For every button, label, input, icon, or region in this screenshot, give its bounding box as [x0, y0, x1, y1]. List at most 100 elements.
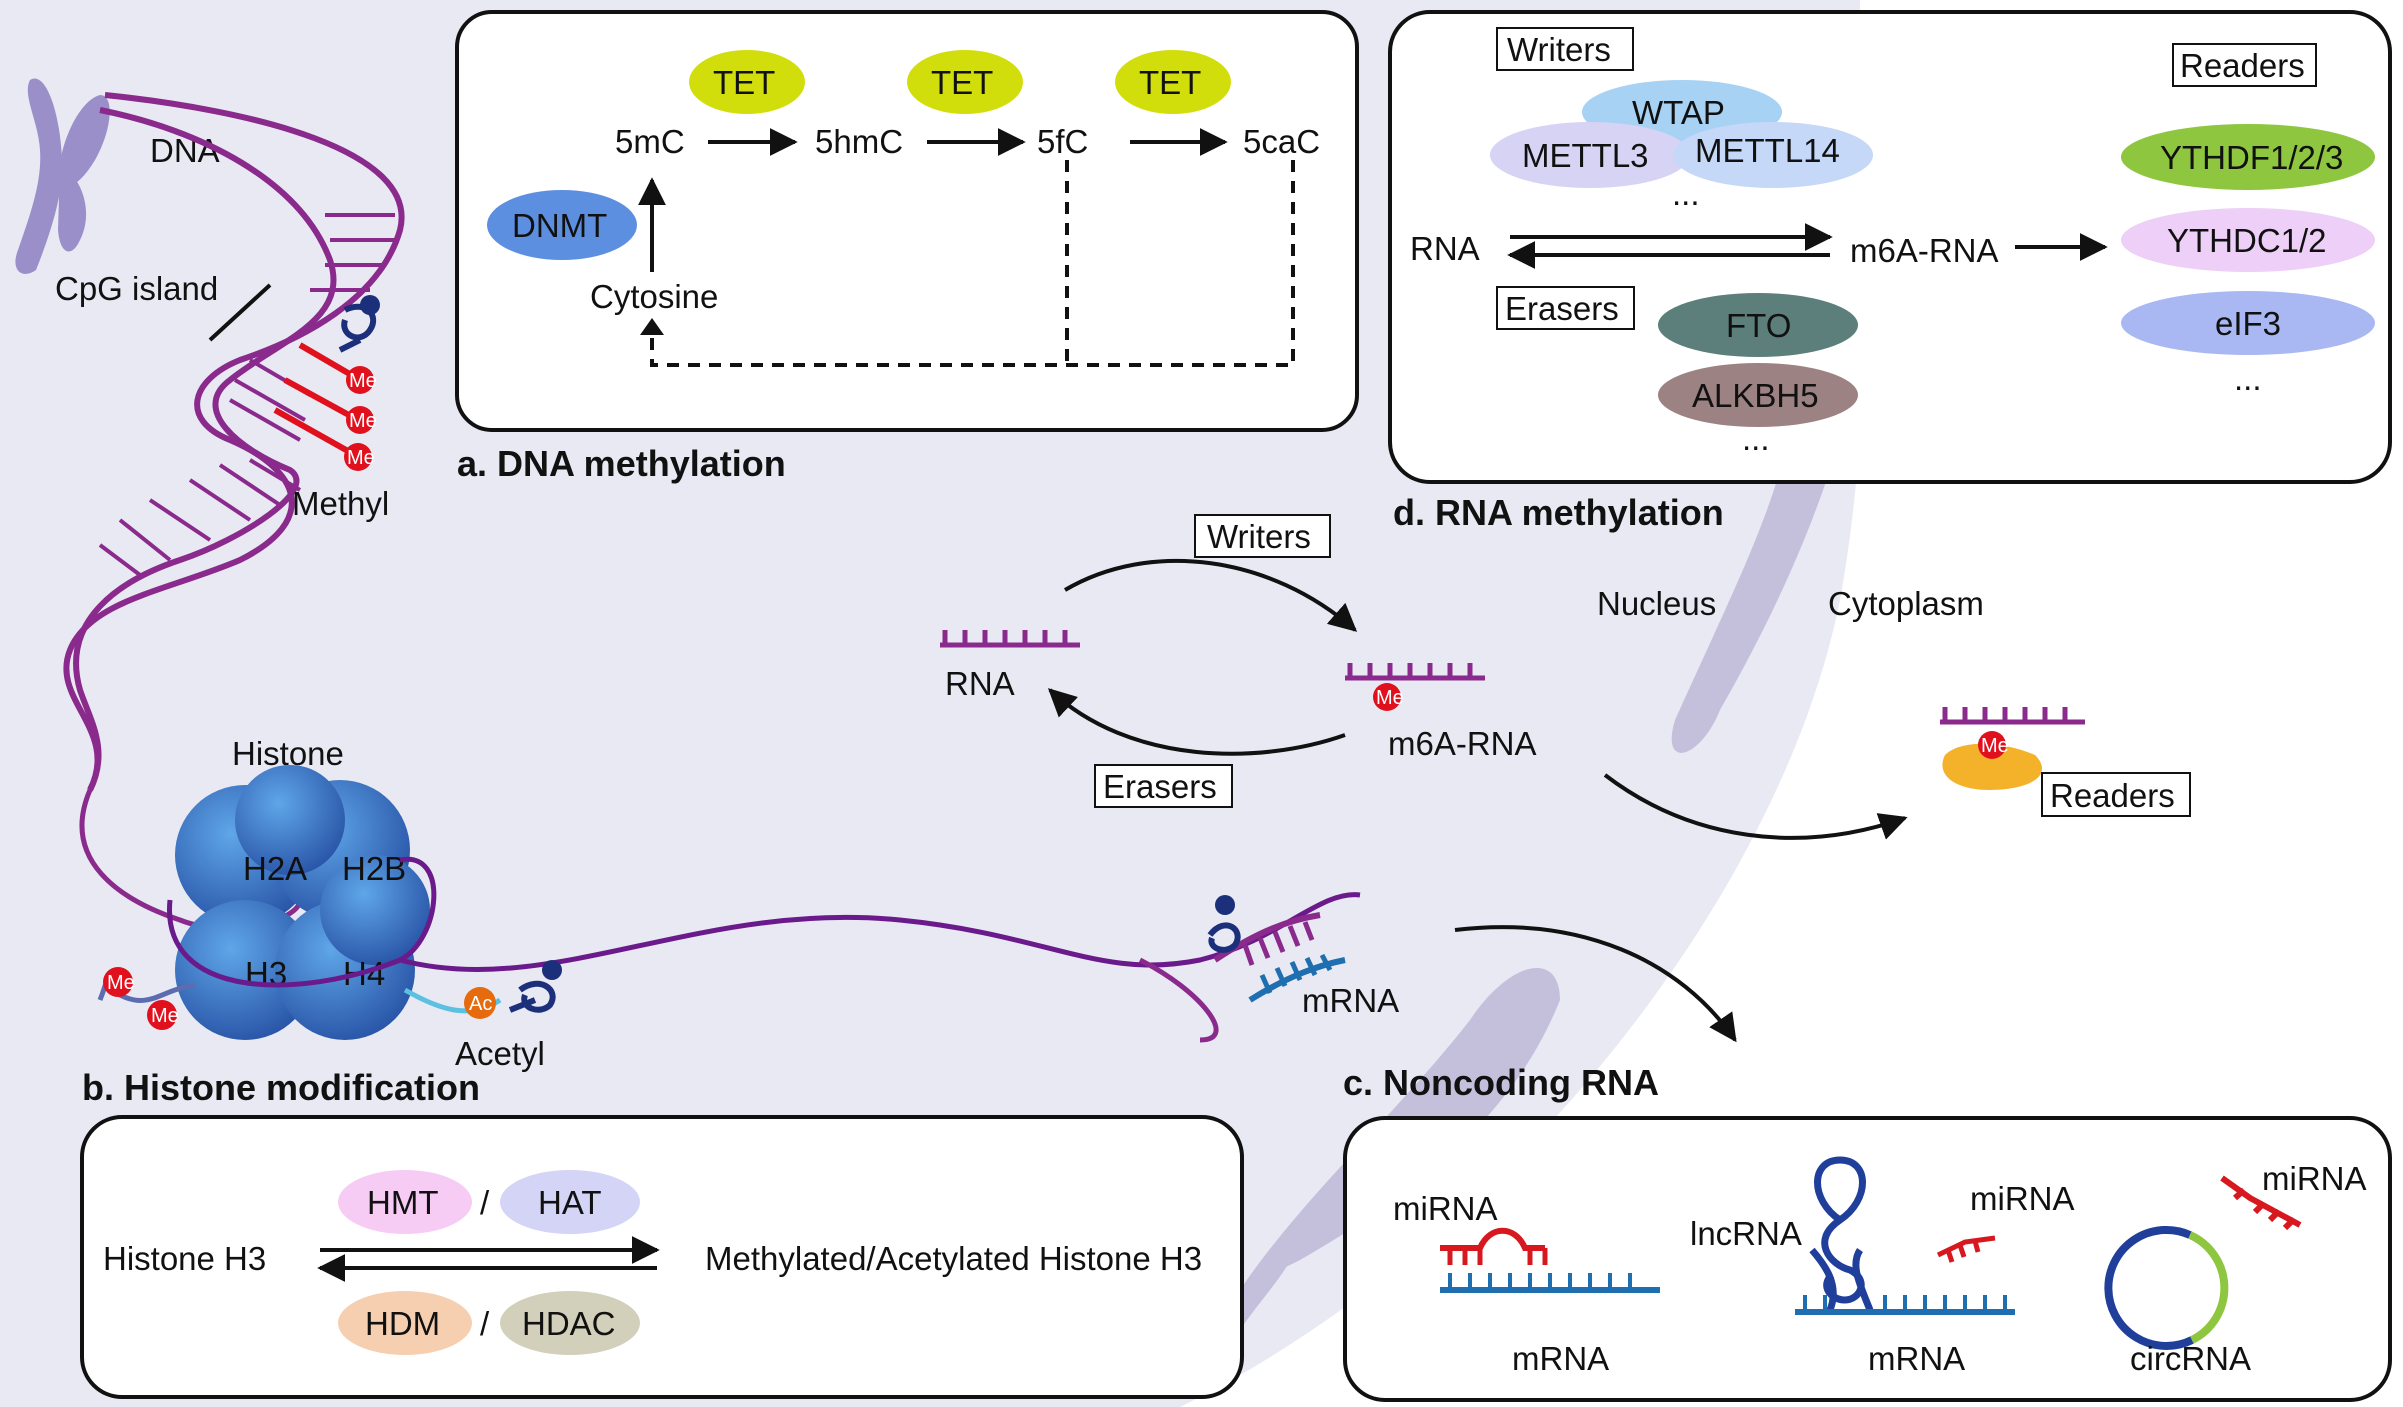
- panel-a-title: a. DNA methylation: [457, 443, 786, 484]
- mirna-circ-icon: [2220, 1175, 2302, 1231]
- cyto-rna-strand-icon: [1940, 707, 2085, 725]
- mirna1-label: miRNA: [1393, 1190, 1498, 1227]
- mrna-duplex-icon: [1207, 895, 1346, 1003]
- fto-enzyme: [1658, 293, 1858, 357]
- svg-text:METTL3: METTL3: [1522, 137, 1649, 174]
- svg-text:WTAP: WTAP: [1632, 94, 1725, 131]
- m6a-methyl-icon: [1373, 683, 1401, 711]
- c5hmc-label: 5hmC: [815, 123, 903, 160]
- svg-text:Ac: Ac: [469, 993, 492, 1015]
- circrna-label: circRNA: [2130, 1340, 2251, 1377]
- mirna-fragment-icon: [1936, 1235, 1996, 1263]
- svg-text:Me: Me: [1376, 687, 1404, 709]
- panel-a-box: [455, 10, 1359, 432]
- tet-1: [689, 50, 805, 114]
- cpg-island-marker: [208, 283, 272, 342]
- svg-text:ALKBH5: ALKBH5: [1692, 377, 1819, 414]
- svg-text:Me: Me: [349, 410, 377, 432]
- svg-text:HAT: HAT: [538, 1184, 602, 1221]
- mrna-center-label: mRNA: [1302, 982, 1399, 1019]
- rna-d-label: RNA: [1410, 230, 1480, 267]
- acetyl-label: Acetyl: [455, 1035, 545, 1072]
- hdm-enzyme: [338, 1291, 472, 1355]
- alkbh5-enzyme: [1658, 363, 1858, 427]
- svg-text:HDAC: HDAC: [522, 1305, 616, 1342]
- m6a-rna-strand-icon: [1345, 663, 1485, 681]
- mirna3-label: miRNA: [2262, 1160, 2367, 1197]
- cytoplasm-label: Cytoplasm: [1828, 585, 1984, 622]
- hat-enzyme: [500, 1170, 640, 1234]
- nucleus-label: Nucleus: [1597, 585, 1716, 622]
- readers-cyto-label: Readers: [2050, 777, 2175, 814]
- svg-text:Me: Me: [151, 1005, 179, 1027]
- mirna-mrna-duplex-icon: [1440, 1227, 1660, 1293]
- nuclear-membrane: [1671, 470, 1830, 753]
- circrna-ring-icon: [2104, 1225, 2229, 1350]
- mrna1-label: mRNA: [1512, 1340, 1609, 1377]
- svg-text:YTHDC1/2: YTHDC1/2: [2167, 222, 2327, 259]
- methylated-h3-label: Methylated/Acetylated Histone H3: [705, 1240, 1202, 1277]
- svg-text:FTO: FTO: [1726, 307, 1791, 344]
- svg-text:/: /: [480, 1184, 490, 1221]
- svg-text:Erasers: Erasers: [1505, 290, 1619, 327]
- svg-text:HDM: HDM: [365, 1305, 440, 1342]
- svg-text:METTL14: METTL14: [1695, 132, 1840, 169]
- cytosine-label: Cytosine: [590, 278, 718, 315]
- mrna2-label: mRNA: [1868, 1340, 1965, 1377]
- erasers-arrow: [1047, 688, 1346, 756]
- eif3-reader: [2121, 291, 2375, 355]
- svg-text:TET: TET: [1139, 64, 1201, 101]
- h2b-label: H2B: [342, 850, 406, 887]
- panel-c-title: c. Noncoding RNA: [1343, 1062, 1659, 1103]
- c5mc-label: 5mC: [615, 123, 685, 160]
- m6a-center-label: m6A-RNA: [1388, 725, 1537, 762]
- tet-3: [1115, 50, 1231, 114]
- svg-text:Me: Me: [347, 447, 375, 469]
- svg-text:eIF3: eIF3: [2215, 305, 2281, 342]
- svg-text:Me: Me: [349, 370, 377, 392]
- svg-text:YTHDF1/2/3: YTHDF1/2/3: [2160, 139, 2343, 176]
- svg-text:Me: Me: [1981, 735, 2009, 757]
- dna-helix-icon: [63, 92, 405, 931]
- svg-text:...: ...: [1672, 175, 1700, 212]
- mettl3-enzyme: [1490, 122, 1690, 188]
- erasers-box: [1496, 286, 1635, 330]
- writers-center-label: Writers: [1207, 518, 1311, 555]
- rna-center-label: RNA: [945, 665, 1015, 702]
- readers-cyto-box: [2041, 772, 2191, 817]
- reader-protein-icon: [1942, 743, 2043, 790]
- svg-text:...: ...: [1742, 420, 1770, 457]
- reader-methyl-icon: [1978, 731, 2006, 759]
- c5fc-label: 5fC: [1037, 123, 1088, 160]
- histone-octamer-icon: [175, 765, 430, 1040]
- tet-2: [907, 50, 1023, 114]
- svg-text:Me: Me: [107, 972, 135, 994]
- hmt-enzyme: [338, 1170, 472, 1234]
- chromosome-icon: [15, 78, 110, 274]
- svg-text:/: /: [480, 1305, 490, 1342]
- panel-d-title: d. RNA methylation: [1393, 492, 1724, 533]
- erasers-center-box: [1094, 764, 1233, 808]
- svg-text:Readers: Readers: [2180, 47, 2305, 84]
- c5cac-label: 5caC: [1243, 123, 1320, 160]
- methyl-group-icon: Me Me Me: [273, 295, 380, 471]
- m6a-d-label: m6A-RNA: [1850, 232, 1999, 269]
- to-readers-arrow: [1603, 773, 1908, 840]
- svg-text:...: ...: [2234, 360, 2262, 397]
- hdac-enzyme: [500, 1291, 640, 1355]
- histone-h3-label: Histone H3: [103, 1240, 266, 1277]
- dnmt-enzyme: [487, 190, 637, 260]
- readers-box: [2172, 43, 2317, 87]
- mirna2-label: miRNA: [1970, 1180, 2075, 1217]
- svg-text:TET: TET: [931, 64, 993, 101]
- writers-center-box: [1194, 514, 1331, 558]
- to-noncoding-arrow: [1454, 925, 1737, 1043]
- erasers-center-label: Erasers: [1103, 768, 1217, 805]
- svg-text:DNMT: DNMT: [512, 207, 607, 244]
- writers-arrow: [1063, 558, 1358, 632]
- cpg-island-label: CpG island: [55, 270, 218, 307]
- svg-text:TET: TET: [713, 64, 775, 101]
- h2a-label: H2A: [243, 850, 307, 887]
